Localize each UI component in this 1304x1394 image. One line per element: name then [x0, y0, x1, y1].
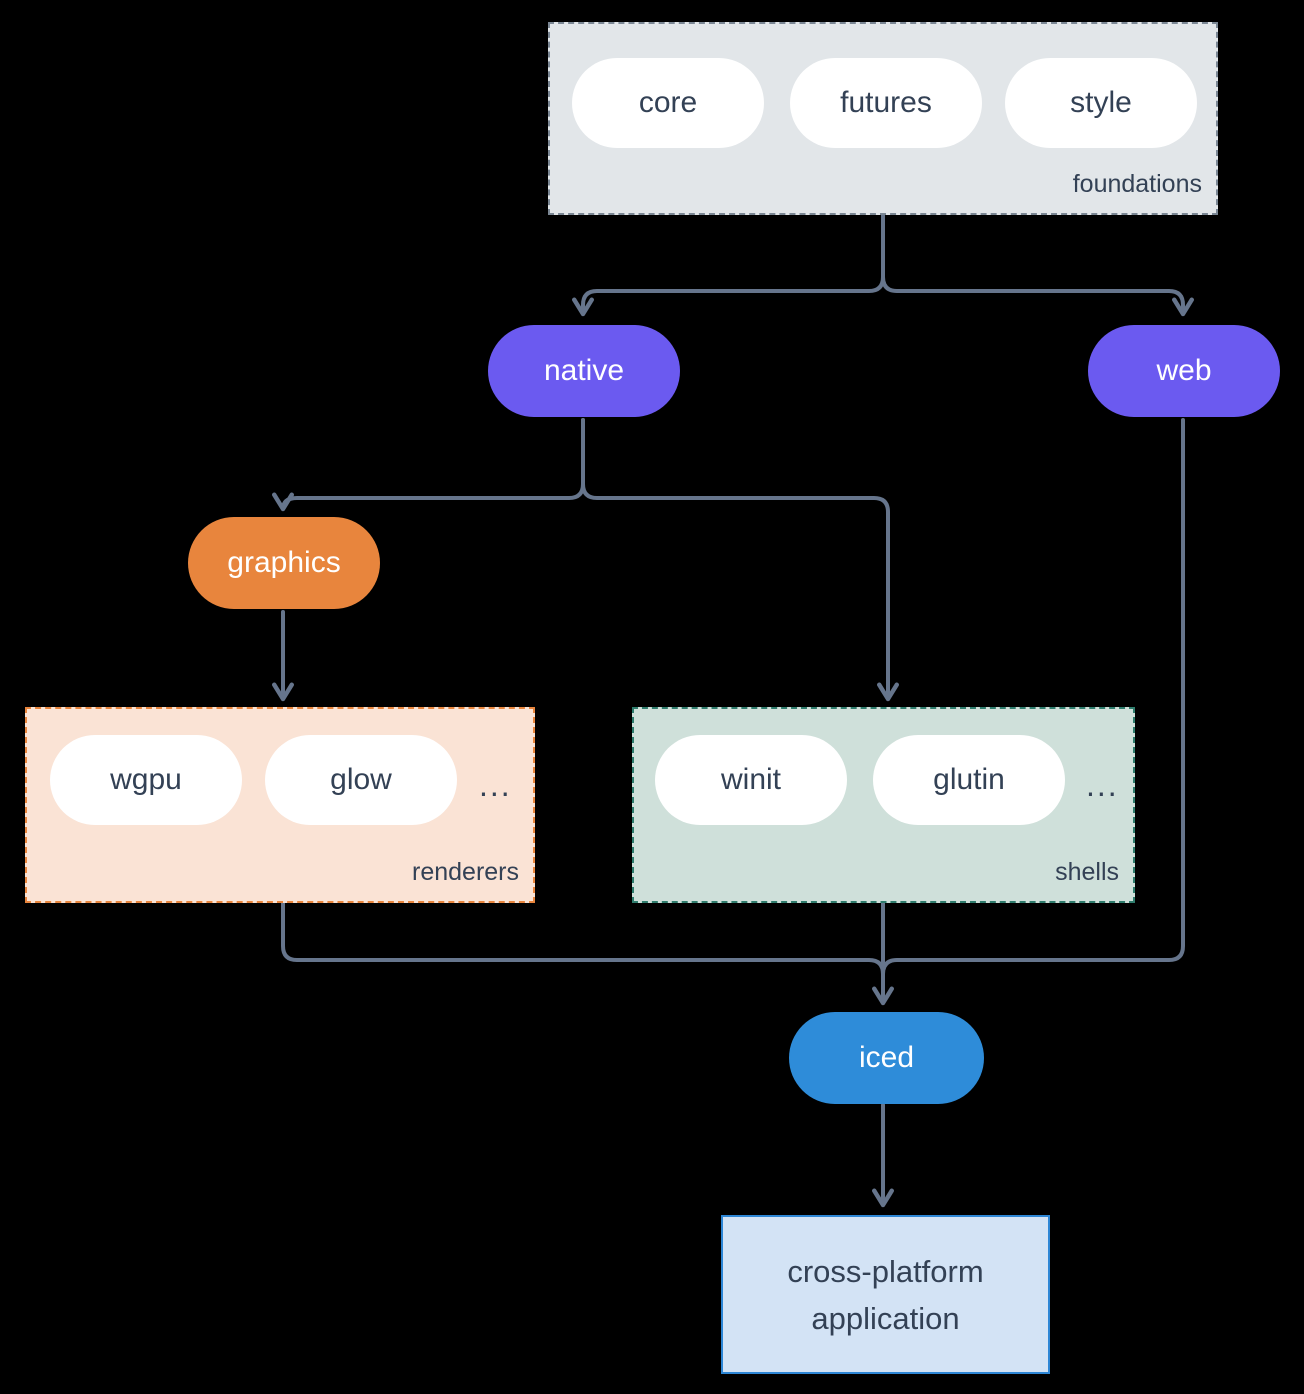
edge-native-shells	[581, 418, 899, 702]
node-native: native	[488, 325, 680, 417]
node-style: style	[1005, 58, 1197, 148]
renderers-group: wgpu glow ... renderers	[25, 707, 535, 903]
shells-ellipsis: ...	[1086, 767, 1119, 803]
node-application: cross-platform application	[721, 1215, 1050, 1374]
foundations-group: core futures style foundations	[548, 22, 1218, 215]
renderers-label: renderers	[412, 858, 519, 886]
edge-native-graphics	[272, 418, 585, 512]
node-glutin: glutin	[873, 735, 1065, 825]
node-wgpu: wgpu	[50, 735, 242, 825]
edge-foundations-web	[881, 213, 1194, 317]
node-iced: iced	[789, 1012, 984, 1104]
shells-group: winit glutin ... shells	[632, 707, 1135, 903]
shells-label: shells	[1055, 858, 1119, 886]
foundations-label: foundations	[1072, 170, 1202, 198]
edge-foundations-native	[572, 213, 885, 317]
node-winit: winit	[655, 735, 847, 825]
node-glow: glow	[265, 735, 457, 825]
node-core: core	[572, 58, 764, 148]
node-web: web	[1088, 325, 1280, 417]
edge-renderers-merge	[281, 901, 885, 976]
application-label-line1: cross-platform	[787, 1253, 984, 1289]
renderers-ellipsis: ...	[479, 767, 512, 803]
application-label-line2: application	[811, 1300, 960, 1336]
node-graphics: graphics	[188, 517, 380, 609]
node-futures: futures	[790, 58, 982, 148]
